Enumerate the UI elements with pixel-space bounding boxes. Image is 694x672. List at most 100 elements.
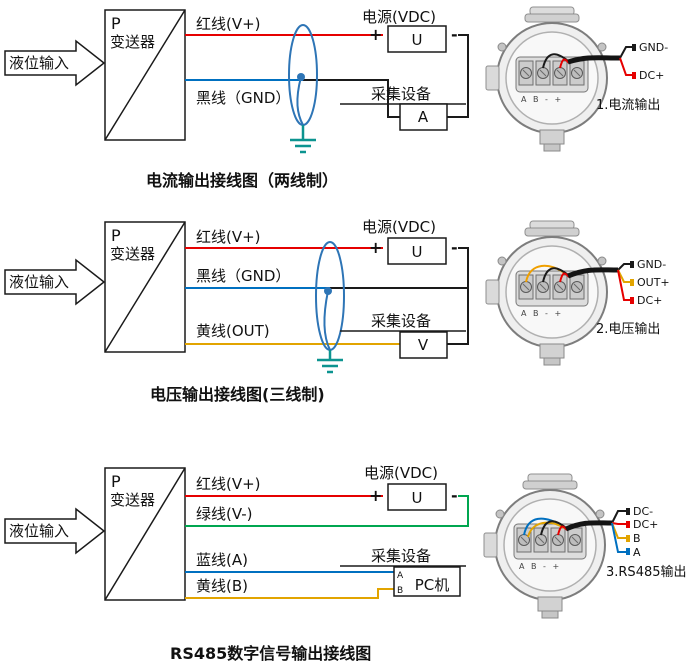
ammeter-label: A (418, 108, 429, 126)
lead-a (611, 522, 626, 553)
terminal-label-gnd: GND- (639, 41, 668, 54)
collector-title: 采集设备 (371, 85, 431, 103)
voltmeter-label: V (418, 336, 429, 354)
lead-dc-marker (630, 297, 634, 304)
green-wire-label: 绿线(V-) (196, 505, 253, 523)
diagram-title: 电压输出接线图(三线制) (150, 385, 325, 404)
collector-title: 采集设备 (371, 547, 431, 565)
transmitter-name-label: 变送器 (110, 33, 155, 51)
power-unit-label: U (412, 489, 423, 507)
diagram-rs485-output: 液位输入 P 变送器 红线(V+) 绿线(V-) 蓝线(A) 黄线(B) 电源(… (4, 464, 687, 663)
liquid-input-label: 液位输入 (9, 273, 69, 291)
terminal-label-gnd: GND- (637, 258, 666, 271)
lead-dcp (611, 522, 626, 525)
device-photo-current: GND- DC+ A B - + 1.电流输出 (485, 6, 668, 152)
liquid-input-label: 液位输入 (9, 54, 69, 72)
minus-sign: - (451, 238, 458, 257)
gnd-wire-label: 黑线（GND） (196, 267, 290, 285)
red-wire-label: 红线(V+) (196, 475, 261, 493)
liquid-input-arrow (4, 39, 106, 87)
pc-port-a-label: A (397, 571, 404, 581)
cable (564, 520, 613, 532)
cable (567, 55, 621, 65)
lead-out (617, 269, 630, 283)
lead-dc-marker (632, 72, 636, 79)
power-unit-label: U (412, 243, 423, 261)
lead-dcp-marker (626, 521, 630, 528)
yellow-wire-label: 黄线(B) (196, 577, 248, 595)
lead-dc (619, 57, 632, 76)
red-wire-label: 红线(V+) (196, 15, 261, 33)
diagram-title: RS485数字信号输出接线图 (170, 644, 371, 663)
power-supply-box (387, 483, 447, 511)
junction-wire (447, 247, 469, 345)
terminal-block-letters: A B - + (521, 309, 563, 318)
lead-gnd (617, 263, 630, 271)
device-caption: 2.电压输出 (596, 321, 660, 337)
ground-symbol (290, 125, 316, 154)
lead-gnd-marker (632, 44, 636, 51)
gnd-wire-label: 黑线（GND） (196, 89, 290, 107)
lead-dc (617, 269, 630, 301)
device-caption: 3.RS485输出 (606, 564, 687, 580)
lead-b-marker (626, 535, 630, 542)
pc-label: PC机 (415, 576, 450, 594)
liquid-input-arrow (4, 258, 106, 306)
plus-sign: + (369, 25, 382, 44)
transmitter-name-label: 变送器 (110, 491, 155, 509)
terminal-label-dcm: DC- (633, 505, 653, 518)
transmitter-housing (485, 6, 608, 152)
transmitter-name-label: 变送器 (110, 245, 155, 263)
cable (567, 267, 619, 279)
return-wire (447, 34, 469, 118)
power-title: 电源(VDC) (362, 8, 436, 26)
lead-gnd-marker (630, 261, 634, 268)
terminal-label-dcp: DC+ (633, 518, 658, 531)
blue-wire-label: 蓝线(A) (196, 551, 248, 569)
lead-a-marker (626, 548, 630, 555)
lead-dcm (611, 510, 626, 524)
diagram-voltage-output: 液位输入 P 变送器 红线(V+) 黑线（GND） 黄线(OUT) 电源(VDC… (4, 218, 670, 404)
terminal-label-dc: DC+ (639, 69, 664, 82)
device-caption: 1.电流输出 (596, 97, 660, 113)
device-photo-voltage: GND- OUT+ DC+ A B - + 2.电压输出 (485, 220, 670, 366)
jumper-yellow (527, 521, 565, 538)
voltmeter-box (399, 331, 448, 359)
diagram-title: 电流输出接线图（两线制） (146, 171, 338, 190)
gnd-wire (303, 79, 400, 118)
transmitter-housing (483, 473, 606, 619)
transmitter-diagonal (104, 221, 186, 353)
liquid-input-arrow (4, 507, 106, 555)
terminal-label-out: OUT+ (637, 276, 670, 289)
terminal-block-letters: A B - + (519, 562, 561, 571)
power-title: 电源(VDC) (364, 464, 438, 482)
transmitter-housing (485, 220, 608, 366)
green-wire (185, 495, 469, 527)
ground-symbol (317, 350, 343, 374)
shield-drain-wire (323, 290, 331, 351)
red-wire-label: 红线(V+) (196, 228, 261, 246)
pc-box (393, 566, 461, 597)
liquid-input-label: 液位输入 (9, 522, 69, 540)
power-unit-label: U (412, 31, 423, 49)
shield-drain-wire (296, 76, 304, 126)
minus-sign: - (451, 25, 458, 44)
terminal-label-b: B (633, 532, 641, 545)
pc-port-b-label: B (397, 586, 403, 596)
terminal-label-dc: DC+ (637, 294, 662, 307)
ammeter-box (399, 103, 448, 131)
diagram-current-output: 液位输入 P 变送器 红线(V+) 黑线（GND） 电源(VDC) + U - … (4, 6, 668, 190)
terminal-block-letters: A B - + (521, 95, 563, 104)
plus-sign: + (369, 238, 382, 257)
collector-title: 采集设备 (371, 312, 431, 330)
lead-dcm-marker (626, 508, 630, 515)
terminal-label-a: A (633, 546, 641, 559)
minus-sign: - (451, 486, 458, 505)
power-supply-box (387, 237, 447, 265)
transmitter-p-label: P (111, 14, 121, 33)
power-supply-box (387, 25, 447, 53)
transmitter-p-label: P (111, 226, 121, 245)
device-photo-rs485: DC- DC+ B A A B - + 3.RS485输出 (483, 473, 687, 619)
